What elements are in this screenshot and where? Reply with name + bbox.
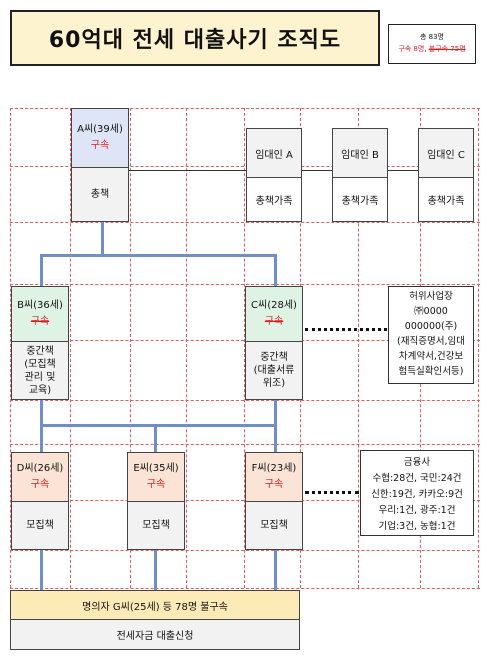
middle-c-status: 구속 bbox=[264, 316, 284, 327]
leader-role: 총책 bbox=[72, 168, 128, 221]
middle-c-role: 중간책 (대출서류 위조) bbox=[246, 342, 302, 399]
landlord-b-name: 임대인 B bbox=[333, 129, 387, 178]
legend-arrested: 구속 8명 bbox=[398, 45, 425, 53]
recruiter-e-node: E씨(35세) 구속 모집책 bbox=[127, 452, 185, 550]
middle-b-name: B씨(36세) bbox=[17, 300, 63, 311]
landlord-b-node: 임대인 B 총책가족 bbox=[332, 128, 388, 222]
fake-company-link bbox=[305, 328, 387, 331]
fake-company-box: 허위사업장 ㈜0000 000000(주) (재직증명서,임대 차계약서,건강보… bbox=[388, 286, 474, 384]
recruiter-f-name: F씨(23세) bbox=[251, 463, 297, 474]
fake-company-title: 허위사업장 bbox=[409, 291, 453, 302]
recruiter-e-name: E씨(35세) bbox=[133, 463, 179, 474]
loan-application-box: 전세자금 대출신청 bbox=[10, 620, 300, 650]
recruiter-e-status: 구속 bbox=[146, 479, 166, 490]
recruiter-d-status: 구속 bbox=[30, 479, 50, 490]
landlord-b-role: 총책가족 bbox=[333, 178, 387, 221]
middle-b-status: 구속 bbox=[30, 316, 50, 327]
middle-b-role: 중간책 (모집책 관리 및 교육) bbox=[12, 342, 68, 399]
page-title: 60억대 전세 대출사기 조직도 bbox=[10, 10, 380, 66]
banks-title: 금융사 bbox=[403, 457, 431, 468]
banks-box: 금융사 수협:28건, 국민:24건 신한:19건, 카카오:9건 우리:1건,… bbox=[360, 450, 474, 536]
legend-box: 총 83명 구속 8명, 불구속 75명 bbox=[388, 24, 476, 64]
middle-c-name: C씨(28세) bbox=[251, 300, 297, 311]
landlord-a-node: 임대인 A 총책가족 bbox=[246, 128, 302, 222]
landlord-a-name: 임대인 A bbox=[247, 129, 301, 178]
leader-status: 구속 bbox=[90, 140, 110, 151]
recruiter-d-node: D씨(26세) 구속 모집책 bbox=[11, 452, 69, 550]
recruiter-e-role: 모집책 bbox=[128, 502, 184, 549]
legend-total: 총 83명 bbox=[419, 33, 444, 41]
recruiter-d-role: 모집책 bbox=[12, 502, 68, 549]
recruiter-f-role: 모집책 bbox=[246, 502, 302, 549]
middle-c-node: C씨(28세) 구속 중간책 (대출서류 위조) bbox=[245, 286, 303, 400]
banks-link bbox=[305, 491, 359, 494]
recruiter-f-node: F씨(23세) 구속 모집책 bbox=[245, 452, 303, 550]
landlord-c-role: 총책가족 bbox=[419, 178, 473, 221]
landlord-c-node: 임대인 C 총책가족 bbox=[418, 128, 474, 222]
legend-not-arrested: 불구속 75명 bbox=[428, 45, 466, 53]
leader-node: A씨(39세) 구속 총책 bbox=[71, 108, 129, 222]
landlord-a-role: 총책가족 bbox=[247, 178, 301, 221]
nominees-box: 명의자 G씨(25세) 등 78명 불구속 bbox=[10, 590, 300, 620]
leader-name: A씨(39세) bbox=[77, 124, 123, 135]
landlord-c-name: 임대인 C bbox=[419, 129, 473, 178]
recruiter-d-name: D씨(26세) bbox=[16, 463, 64, 474]
middle-b-node: B씨(36세) 구속 중간책 (모집책 관리 및 교육) bbox=[11, 286, 69, 400]
recruiter-f-status: 구속 bbox=[264, 479, 284, 490]
